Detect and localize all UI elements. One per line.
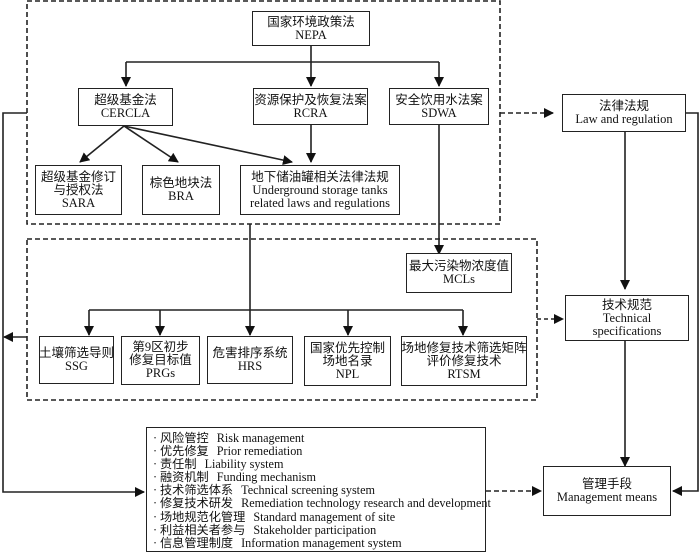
list-item-en: Remediation technology research and deve…	[241, 496, 491, 511]
ust-en2: related laws and regulations	[250, 195, 390, 210]
list-item-zh: 融资机制	[160, 470, 209, 485]
list-item-en: Prior remediation	[216, 444, 303, 459]
list-item-zh: 修复技术研发	[160, 496, 234, 511]
cercla-zh: 超级基金法	[94, 93, 157, 107]
rtsm-zh2: 评价修复技术	[426, 353, 502, 368]
list-item-en: Information management system	[241, 535, 402, 550]
tech-en2: specifications	[592, 323, 662, 338]
sara-box: 超级基金修订 与授权法 SARA	[35, 165, 122, 215]
mgmt-zh: 管理手段	[581, 477, 632, 491]
rcra-en: RCRA	[293, 105, 328, 120]
sara-en: SARA	[61, 195, 96, 210]
tech-en1: Technical	[602, 310, 652, 325]
hrs-zh: 危害排序系统	[212, 346, 288, 360]
edge-laws-left-rail	[2, 112, 145, 497]
sdwa-en: SDWA	[421, 105, 457, 120]
list-item-en: Standard management of site	[253, 509, 396, 524]
list-item-en: Technical screening system	[241, 483, 375, 498]
ust-en1: Underground storage tanks	[252, 182, 388, 197]
edge-cercla-ust	[123, 125, 293, 166]
hrs-box: 危害排序系统 HRS	[207, 336, 293, 384]
technical-specifications-box: 技术规范 Technical specifications	[565, 295, 689, 341]
bra-box: 棕色地块法 BRA	[142, 165, 220, 215]
tech-zh: 技术规范	[601, 297, 652, 312]
list-item-zh: 技术筛选体系	[160, 483, 234, 498]
bullet-icon: ·	[153, 431, 158, 445]
list-item: ·技术筛选体系 Technical screening system	[153, 484, 485, 497]
rtsm-en: RTSM	[447, 366, 481, 381]
mcls-zh: 最大污染物浓度值	[409, 259, 510, 273]
cercla-box: 超级基金法 CERCLA	[78, 88, 173, 126]
nepa-en: NEPA	[295, 27, 327, 42]
sara-zh2: 与授权法	[53, 182, 104, 197]
bra-zh: 棕色地块法	[149, 176, 213, 190]
list-item-en: Risk management	[216, 431, 305, 445]
list-item: ·场地规范化管理 Standard management of site	[153, 509, 485, 524]
law-en: Law and regulation	[575, 112, 673, 126]
law-regulation-box: 法律法规 Law and regulation	[562, 94, 686, 132]
sara-zh1: 超级基金修订	[40, 169, 116, 184]
prgs-box: 第9区初步 修复目标值 PRGs	[121, 336, 200, 385]
list-item-zh: 优先修复	[160, 444, 209, 459]
tech-group-border	[26, 238, 538, 401]
edge-cercla-sara	[79, 125, 125, 163]
hrs-en: HRS	[237, 359, 263, 373]
npl-zh2: 场地名录	[322, 353, 373, 368]
list-item-zh: 场地规范化管理	[160, 509, 246, 524]
list-item: ·融资机制 Funding mechanism	[153, 471, 485, 484]
rcra-box: 资源保护及恢复法案 RCRA	[253, 88, 368, 125]
list-item-en: Stakeholder participation	[253, 522, 377, 537]
ssg-en: SSG	[65, 359, 88, 373]
sdwa-zh: 安全饮用水法案	[395, 92, 483, 107]
ust-zh: 地下储油罐相关法律法规	[251, 169, 389, 184]
ust-box: 地下储油罐相关法律法规 Underground storage tanks re…	[240, 165, 400, 215]
list-item-en: Liability system	[204, 457, 284, 472]
ssg-box: 土壤筛选导则 SSG	[39, 336, 114, 384]
list-item: ·信息管理制度 Information management system	[153, 535, 485, 550]
bullet-icon: ·	[153, 509, 158, 524]
list-item-zh: 责任制	[160, 457, 197, 472]
npl-en: NPL	[335, 366, 360, 381]
law-zh: 法律法规	[598, 99, 649, 113]
npl-box: 国家优先控制 场地名录 NPL	[304, 336, 391, 386]
bullet-icon: ·	[153, 535, 158, 550]
list-item: ·修复技术研发 Remediation technology research a…	[153, 496, 491, 511]
edge-cercla-bra	[123, 125, 179, 163]
rcra-zh: 资源保护及恢复法案	[254, 92, 367, 107]
list-item-zh: 风险管控	[160, 431, 209, 445]
bullet-icon: ·	[153, 483, 158, 498]
bullet-icon: ·	[153, 457, 158, 472]
bullet-icon: ·	[153, 444, 158, 459]
list-item: ·责任制 Liability system	[153, 458, 485, 471]
list-item-en: Funding mechanism	[216, 470, 316, 485]
prgs-zh2: 修复目标值	[129, 353, 192, 367]
sdwa-box: 安全饮用水法案 SDWA	[389, 88, 489, 125]
ssg-zh: 土壤筛选导则	[39, 346, 115, 360]
laws-group-border	[26, 0, 501, 225]
bullet-icon: ·	[153, 470, 158, 485]
bullet-icon: ·	[153, 522, 158, 537]
list-item-zh: 利益相关者参与	[160, 522, 246, 537]
nepa-box: 国家环境政策法 NEPA	[252, 11, 370, 46]
npl-zh1: 国家优先控制	[309, 340, 385, 355]
prgs-zh1: 第9区初步	[132, 340, 189, 354]
management-means-box: 管理手段 Management means	[543, 466, 671, 516]
edge-law-right-rail	[672, 112, 699, 496]
mcls-en: MCLs	[443, 272, 475, 286]
rtsm-box: 场地修复技术筛选矩阵 评价修复技术 RTSM	[401, 336, 527, 386]
list-item-zh: 信息管理制度	[160, 535, 234, 550]
mgmt-en: Management means	[556, 490, 658, 504]
cercla-en: CERCLA	[100, 106, 151, 120]
nepa-zh: 国家环境政策法	[267, 14, 355, 29]
rtsm-zh1: 场地修复技术筛选矩阵	[401, 340, 527, 355]
prgs-en: PRGs	[145, 366, 176, 380]
list-item: ·利益相关者参与 Stakeholder participation	[153, 522, 485, 537]
bra-en: BRA	[168, 189, 194, 203]
list-item: ·优先修复 Prior remediation	[153, 444, 485, 459]
bullet-icon: ·	[153, 496, 158, 511]
list-item: ·风险管控 Risk management	[153, 431, 485, 445]
mcls-box: 最大污染物浓度值 MCLs	[406, 253, 512, 293]
